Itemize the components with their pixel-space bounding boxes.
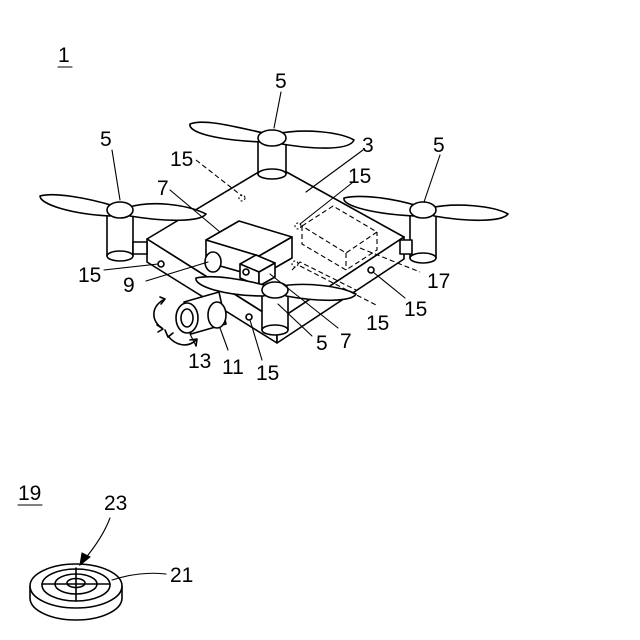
pad-figure-number: 19 — [18, 482, 41, 505]
label-11: 11 — [222, 356, 244, 379]
rotor-left-hub — [107, 202, 133, 218]
leader-15-right — [373, 272, 405, 298]
label-15-upper-right: 15 — [348, 165, 371, 188]
label-13: 13 — [188, 350, 211, 373]
rotor-back-blade-right — [276, 131, 354, 148]
rotor-right-hub — [410, 202, 436, 218]
label-9: 9 — [123, 274, 135, 297]
rotor-back-base — [258, 169, 286, 179]
label-5-right: 5 — [433, 134, 445, 157]
leader-15-top — [196, 160, 242, 196]
sensor-front — [246, 314, 252, 320]
camera-13-inner — [181, 309, 193, 327]
leader-5-back — [274, 92, 281, 128]
rotor-left-blade-left — [40, 195, 114, 216]
label-15-front: 15 — [256, 362, 279, 385]
rotor-right-column — [410, 212, 436, 258]
leader-11 — [220, 328, 228, 350]
leader-5-right — [424, 155, 440, 202]
rotor-front-hub — [262, 282, 288, 298]
label-21: 21 — [170, 564, 193, 587]
rotor-right-base — [410, 253, 436, 263]
rotor-back — [190, 122, 354, 179]
sensor-bottom-hidden — [292, 261, 298, 267]
rotor-back-blade-left — [190, 122, 268, 142]
lens-11 — [208, 302, 226, 328]
label-5-back: 5 — [275, 70, 287, 93]
leader-15-left — [104, 264, 158, 270]
rotor-right-blade-right — [430, 205, 508, 220]
label-15-right: 15 — [404, 298, 427, 321]
small-box-port — [243, 269, 249, 275]
label-5-front: 5 — [316, 332, 328, 355]
pad-arrow-line — [84, 518, 110, 560]
drone-figure-number: 1 — [58, 44, 70, 67]
rotor-right-arm — [400, 240, 412, 254]
label-23: 23 — [104, 492, 127, 515]
label-15-top: 15 — [170, 148, 193, 171]
label-17: 17 — [427, 270, 450, 293]
leader-5-left — [112, 150, 120, 200]
label-7-lower: 7 — [340, 330, 352, 353]
landing-pad: 23 21 — [30, 492, 193, 620]
label-15-lower: 15 — [366, 312, 389, 335]
label-5-left: 5 — [100, 128, 112, 151]
rotor-back-hub — [258, 130, 286, 146]
label-3: 3 — [362, 134, 374, 157]
label-7-upper: 7 — [157, 177, 169, 200]
rotor-left-arm — [133, 242, 147, 254]
rotor-left-base — [107, 251, 133, 261]
rotor-front-base — [262, 325, 288, 335]
rotation-arrowhead-b — [157, 325, 163, 332]
sensor-left — [158, 261, 164, 267]
rotor-left-blade-right — [126, 204, 206, 221]
rotation-arrowhead-c — [165, 330, 173, 337]
camera-assembly — [154, 292, 226, 346]
label-15-left: 15 — [78, 264, 101, 287]
